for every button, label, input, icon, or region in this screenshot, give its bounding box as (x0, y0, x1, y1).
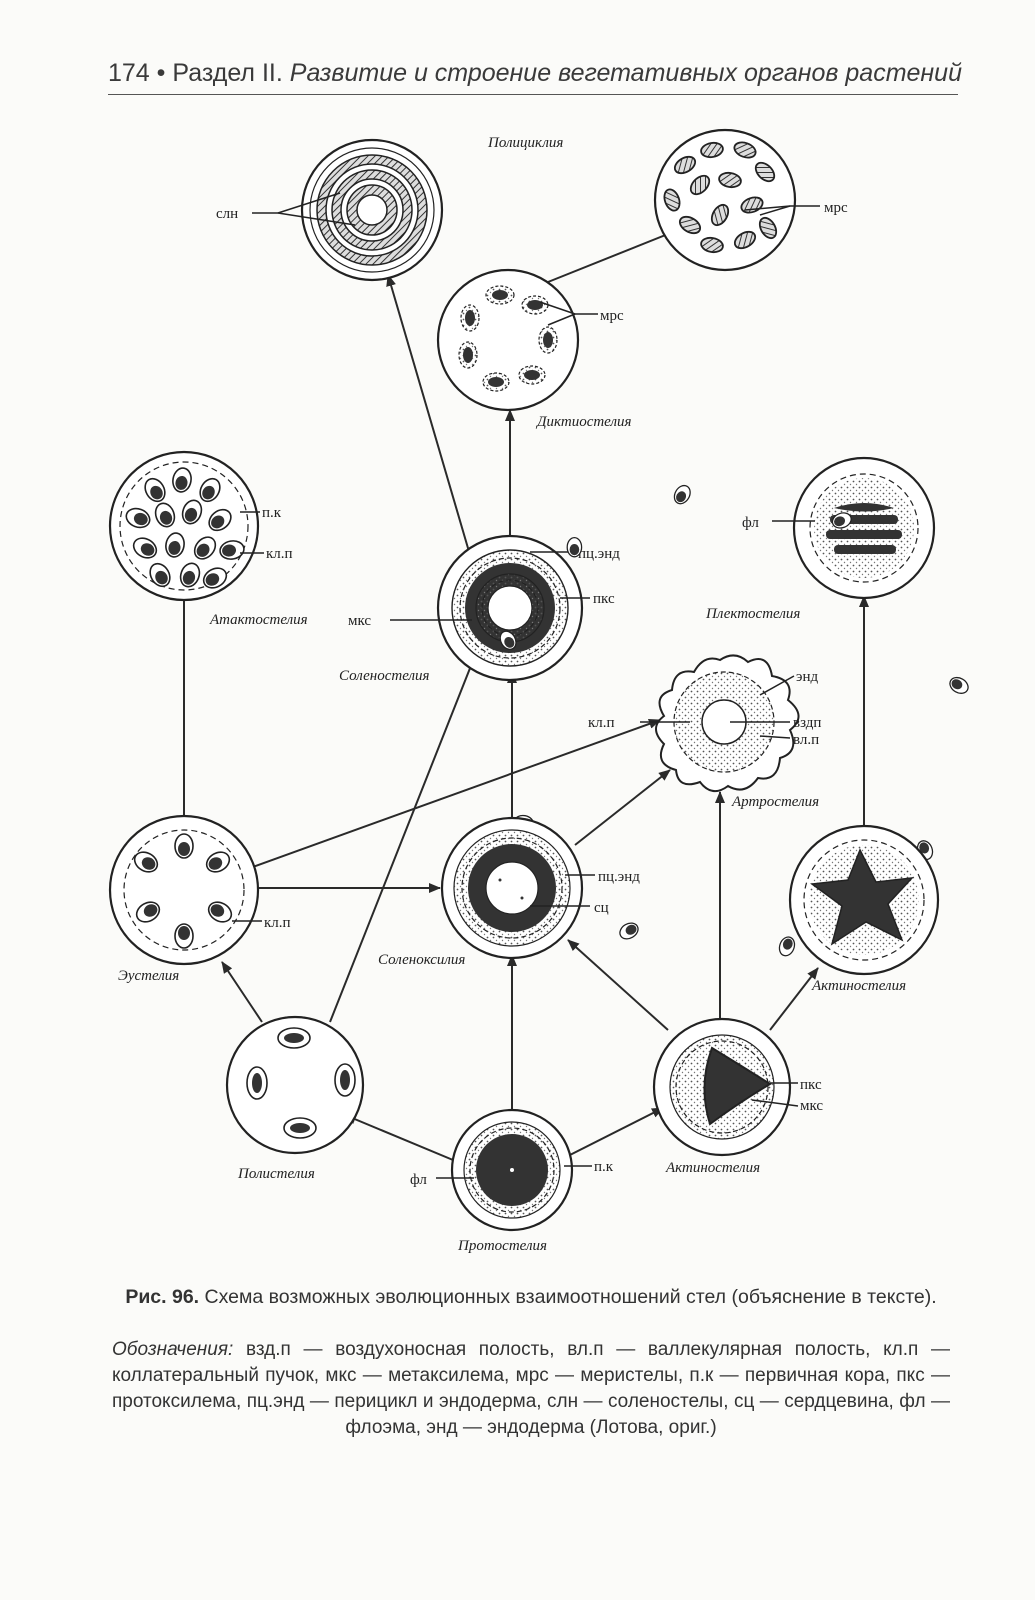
figure-caption: Рис. 96. Схема возможных эволюционных вз… (112, 1284, 950, 1310)
arrow-proto-polystelia (344, 1114, 466, 1166)
name-polycyclia: Полициклия (487, 135, 563, 151)
arrow-eustelia-arthrostelia (249, 719, 661, 869)
arrow-actinostelia-star (769, 967, 819, 1031)
arrow-polystelia-solenostelia (329, 647, 479, 1023)
name-solenoxylia: Соленоксилия (378, 952, 465, 968)
protostelia-stele: фл п.к Протостелия (410, 1108, 614, 1254)
figure-legend: Обозначения: взд.п — воздухоносная полос… (112, 1337, 950, 1441)
label-mrs-dictyostelia: мрс (600, 308, 624, 324)
name-protostelia: Протостелия (457, 1238, 547, 1254)
name-arthrostelia: Артростелия (731, 794, 819, 810)
header-bullet: • (156, 59, 166, 87)
name-polystelia: Полистелия (237, 1166, 315, 1182)
name-actinostelia-lower: Актиностелия (665, 1160, 760, 1176)
label-pk-protostelia: п.к (594, 1159, 614, 1175)
name-plectostelia: Плектостелия (705, 606, 800, 622)
label-vlp-arthrostelia: вл.п (793, 732, 819, 748)
polystelia-stele: Полистелия (225, 1015, 365, 1182)
caption-text: Схема возможных эволюционных взаимоотнош… (204, 1286, 937, 1308)
label-sc-solenoxylia: сц (594, 900, 609, 916)
figure-label: Рис. 96. (125, 1286, 200, 1308)
label-fl-plectostelia: фл (742, 515, 759, 531)
arrow-proto-actinostelia (559, 1107, 664, 1161)
stele-evolution-diagram: Полициклия слн (108, 128, 972, 1254)
polystelia-steles (246, 1027, 356, 1139)
label-klp-arthrostelia: кл.п (588, 715, 615, 731)
label-pks-solenostelia: пкс (593, 591, 615, 607)
arrow-polystelia-eustelia (221, 961, 263, 1023)
polycyclia-stele: Полициклия слн (216, 135, 563, 282)
plectostelia-stele: фл Плектостелия (705, 456, 936, 622)
evolution-arrows (179, 229, 869, 1166)
arrow-solenoxylia-arthrostelia (574, 769, 671, 846)
header-section: Раздел II. (172, 59, 283, 87)
arthrostelia-stele: энд кл.п вздп вл.п Артростелия (496, 482, 972, 959)
label-mks-solenostelia: мкс (348, 613, 371, 629)
atactostelia-stele: п.к кл.п Атактостелия (108, 450, 308, 628)
actinostelia-stele: пкс мкс Актиностелия (652, 1017, 823, 1176)
label-pks-actinostelia: пкс (800, 1077, 822, 1093)
label-mrs-top: мрс (824, 200, 848, 216)
arrow-actinostelia-solenoxylia (567, 939, 669, 1031)
legend-title: Обозначения: (112, 1339, 234, 1360)
solenoxylia-stele: пц.энд сц Соленоксилия (378, 816, 640, 968)
label-pcend-solenoxylia: пц.энд (598, 869, 640, 885)
legend-text: взд.п — воздухоносная полость, вл.п — ва… (112, 1339, 950, 1438)
label-fl-protostelia: фл (410, 1172, 427, 1188)
dictyostelia-meristeles (458, 285, 558, 392)
label-end-arthrostelia: энд (796, 669, 818, 685)
header-title: Развитие и строение вегетативных органов… (289, 59, 962, 87)
name-eustelia: Эустелия (118, 968, 179, 984)
arrow-solenostelia-polycyclia (386, 274, 471, 556)
label-vzdp-arthrostelia: вздп (793, 715, 821, 731)
label-pcend-solenostelia: пц.энд (578, 546, 620, 562)
name-solenostelia: Соленостелия (339, 668, 430, 684)
label-mks-actinostelia: мкс (800, 1098, 823, 1114)
name-atactostelia: Атактостелия (209, 612, 308, 628)
dictyostelia-stele: мрс Диктиостелия (436, 268, 632, 430)
meristele-stele: мрс (653, 128, 848, 272)
page-number: 174 (108, 59, 150, 87)
name-dictyostelia: Диктиостелия (535, 414, 632, 430)
actinostelia-star-stele: Актиностелия (788, 824, 940, 994)
arrow-dictyostelia-mrs (547, 229, 679, 283)
solenostelia-stele: пц.энд пкс мкс Соленостелия (339, 534, 620, 684)
label-sln: слн (216, 206, 238, 222)
label-klp-eustelia: кл.п (264, 915, 291, 931)
label-klp-atactostelia: кл.п (266, 546, 293, 562)
page-header: 174 • Раздел II. Развитие и строение вег… (108, 56, 962, 95)
name-actinostelia-upper: Актиностелия (811, 978, 906, 994)
eustelia-stele: кл.п Эустелия (108, 814, 291, 984)
label-pk-atactostelia: п.к (262, 505, 282, 521)
